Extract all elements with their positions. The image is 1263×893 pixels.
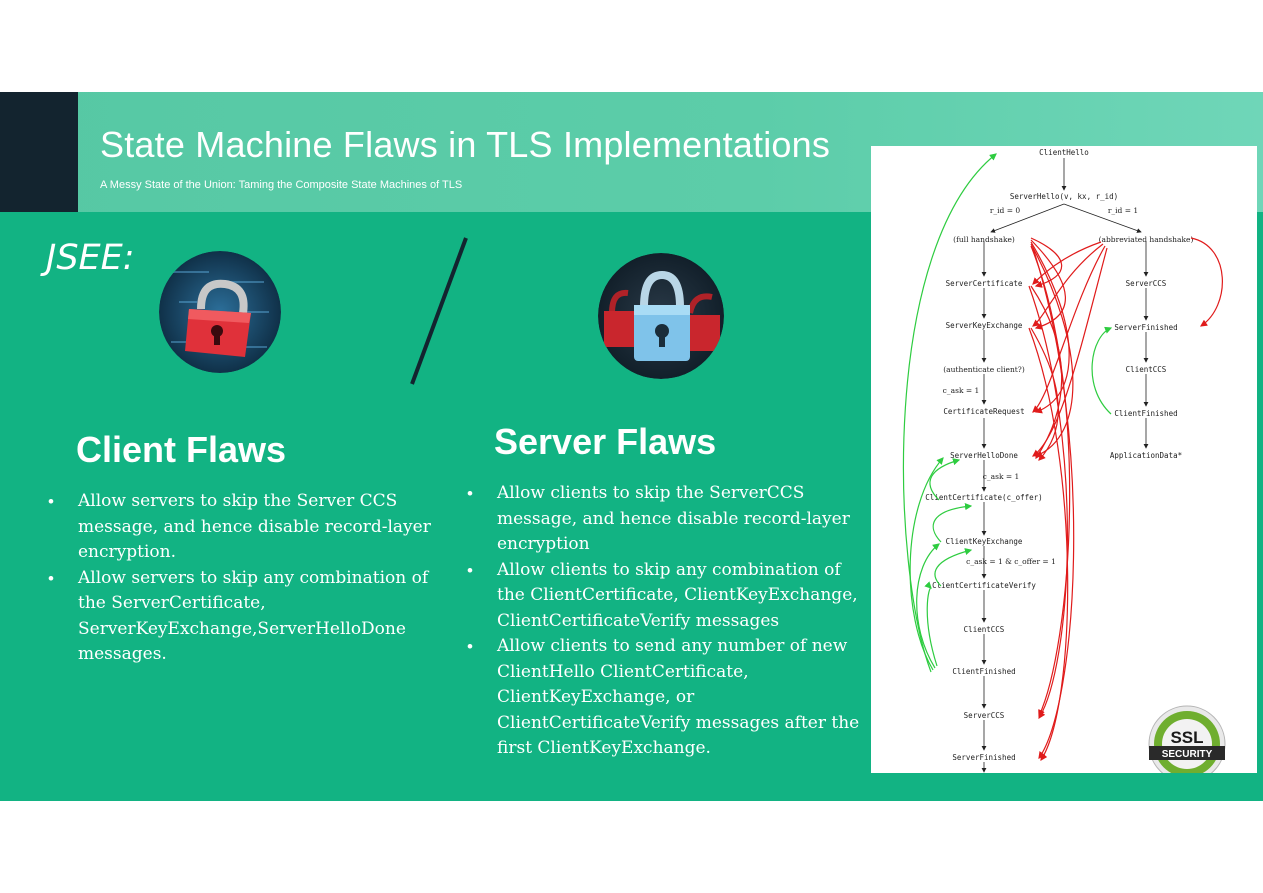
state-label: ApplicationData* xyxy=(1110,451,1182,460)
green-arrows xyxy=(902,153,1113,673)
state-client-hello: ClientHello xyxy=(1039,148,1089,157)
state-label: (authenticate client?) xyxy=(943,365,1025,374)
state-label: c_ask = 1 & c_offer = 1 xyxy=(966,557,1056,566)
state-label: ClientCertificateVerify xyxy=(932,581,1036,590)
state-label: ClientCCS xyxy=(1126,365,1167,374)
state-label: ServerCCS xyxy=(1126,279,1167,288)
state-label: c_ask = 1 xyxy=(943,386,980,395)
list-item: Allow clients to send any number of new … xyxy=(465,634,860,762)
divider-line xyxy=(410,237,468,385)
state-label: ServerFinished xyxy=(1114,323,1177,332)
list-item: Allow servers to skip any combination of… xyxy=(46,566,436,668)
slide-title: State Machine Flaws in TLS Implementatio… xyxy=(100,124,831,165)
list-item: Allow clients to skip the ServerCCS mess… xyxy=(465,481,860,558)
state-label: ServerKeyExchange xyxy=(946,321,1023,330)
badge-security-text: SECURITY xyxy=(1162,749,1213,760)
state-label: ClientFinished xyxy=(952,667,1015,676)
list-item: Allow clients to skip any combination of… xyxy=(465,558,860,635)
state-label: ServerHelloDone xyxy=(950,451,1018,460)
cond-right: r_id = 1 xyxy=(1108,206,1138,215)
state-label: ClientCertificate(c_offer) xyxy=(925,493,1042,502)
blue-and-red-padlocks-icon xyxy=(598,253,724,379)
left-branch-label: (full handshake) xyxy=(953,235,1015,244)
state-label: ClientKeyExchange xyxy=(946,537,1023,546)
ssl-security-badge-icon: SSL SECURITY xyxy=(1148,705,1226,773)
state-label: CertificateRequest xyxy=(943,407,1024,416)
state-label: ServerCCS xyxy=(964,711,1005,720)
state-server-hello: ServerHello(v, kx, r_id) xyxy=(1010,192,1118,201)
state-label: ClientCCS xyxy=(964,625,1005,634)
red-arrows xyxy=(1028,237,1223,762)
cond-left: r_id = 0 xyxy=(990,206,1021,215)
header-accent-square xyxy=(0,92,78,212)
jsee-label: JSEE: xyxy=(46,238,135,278)
server-flaws-heading: Server Flaws xyxy=(494,421,717,462)
list-item: Allow servers to skip the Server CCS mes… xyxy=(46,489,436,566)
state-label: ServerFinished xyxy=(952,753,1015,762)
tls-state-machine-diagram: ClientHello ServerHello(v, kx, r_id) r_i… xyxy=(871,146,1257,773)
red-padlock-digital-icon xyxy=(159,251,281,373)
server-flaws-list: Allow clients to skip the ServerCCS mess… xyxy=(465,481,860,762)
state-label: ClientFinished xyxy=(1114,409,1177,418)
slide-subtitle: A Messy State of the Union: Taming the C… xyxy=(100,179,463,191)
right-branch-label: (abbreviated handshake) xyxy=(1099,235,1194,244)
badge-ssl-text: SSL xyxy=(1170,728,1203,747)
client-flaws-list: Allow servers to skip the Server CCS mes… xyxy=(46,489,436,668)
state-label: ServerCertificate xyxy=(946,279,1023,288)
client-flaws-heading: Client Flaws xyxy=(76,429,287,470)
state-label: c_ask = 1 xyxy=(983,472,1020,481)
